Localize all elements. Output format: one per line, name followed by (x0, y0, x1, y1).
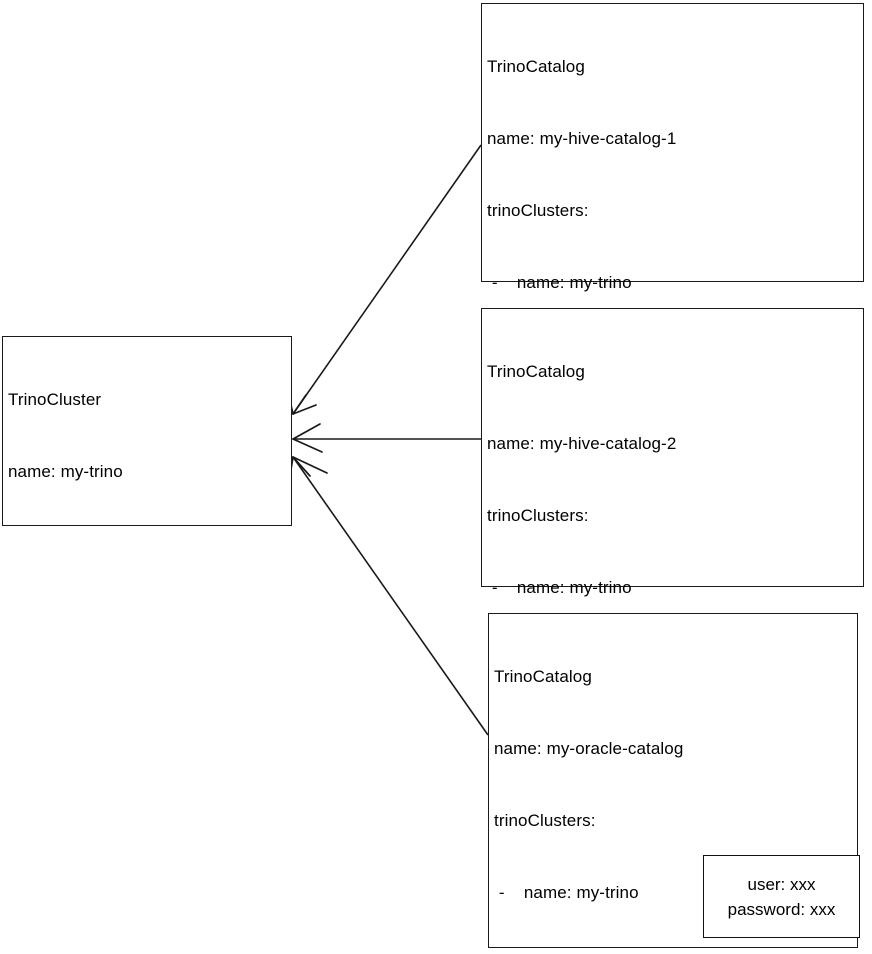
edge-catalog1-to-cluster (292, 144, 482, 415)
catalog-3-line-1: name: my-oracle-catalog (494, 739, 684, 758)
credentials-secret-box[interactable]: user: xxx password: xxx (703, 855, 860, 938)
trino-cluster-node[interactable]: TrinoCluster name: my-trino (2, 336, 292, 526)
catalog-1-line-1: name: my-hive-catalog-1 (487, 129, 677, 148)
trino-catalog-node-hive-1[interactable]: TrinoCatalog name: my-hive-catalog-1 tri… (481, 3, 864, 652)
trino-catalog-node-oracle[interactable]: TrinoCatalog name: my-oracle-catalog tri… (488, 613, 860, 948)
cluster-line-0: TrinoCluster (8, 390, 102, 409)
catalog-3-yaml: TrinoCatalog name: my-oracle-catalog tri… (494, 617, 853, 954)
catalog-2-line-1: name: my-hive-catalog-2 (487, 434, 677, 453)
cluster-line-1: name: my-trino (8, 462, 123, 481)
catalog-2-line-3: - name: my-trino (487, 578, 632, 597)
arrowhead-catalog2 (292, 423, 323, 453)
catalog-3-line-0: TrinoCatalog (494, 667, 592, 686)
trino-catalog-node-hive-2[interactable]: TrinoCatalog name: my-hive-catalog-2 tri… (481, 308, 864, 885)
arrowhead-catalog1 (287, 391, 317, 415)
catalog-1-line-3: - name: my-trino (487, 273, 632, 292)
trino-cluster-yaml: TrinoCluster name: my-trino (8, 340, 287, 532)
catalog-3-line-2: trinoClusters: (494, 811, 596, 830)
credentials-password-line: password: xxx (727, 899, 836, 919)
arrowhead-catalog3 (288, 456, 328, 483)
credentials-user-line: user: xxx (747, 874, 816, 894)
catalog-1-line-0: TrinoCatalog (487, 57, 585, 76)
edge-catalog3-to-cluster (292, 456, 489, 736)
catalog-2-line-0: TrinoCatalog (487, 362, 585, 381)
catalog-3-line-3: - name: my-trino (494, 883, 639, 902)
catalog-2-line-2: trinoClusters: (487, 506, 589, 525)
catalog-1-line-2: trinoClusters: (487, 201, 589, 220)
